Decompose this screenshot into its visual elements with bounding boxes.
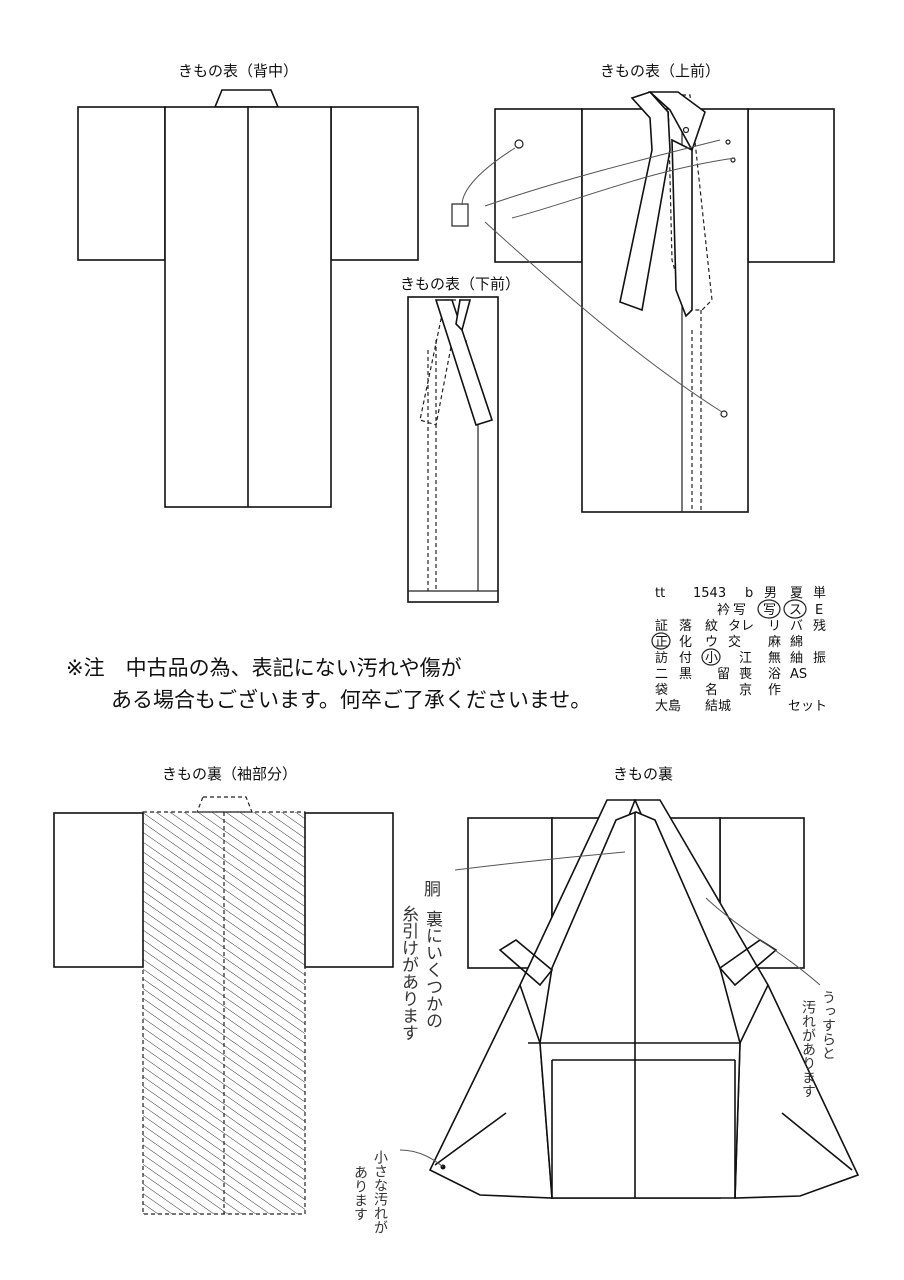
code-cell: 麻 [768,635,781,650]
code-cell: ウ [705,635,718,650]
code-cell: 小 [705,651,718,666]
code-cell: 江 [739,651,752,666]
code-cell: 衿 [717,603,730,618]
code-cell: 正 [655,635,668,650]
kimono-back-diagram [77,89,419,508]
selected-circle [701,648,721,666]
crest-tag [451,203,469,227]
code-cell: 袋 [655,683,668,698]
code-cell: AS [790,667,807,682]
stain-mark [725,139,731,145]
code-cell: リ [768,619,781,634]
code-cell: 無 [768,651,781,666]
handwritten-note-bottom: 小さな汚れが あります [352,1150,388,1234]
kimono-lining-sleeve-diagram [53,796,394,1215]
code-cell: 喪 [739,667,752,682]
code-cell: 二 [655,667,668,682]
code-cell: 残 [813,619,826,634]
code-cell: 紋 [705,619,718,634]
code-cell: 化 [679,635,692,650]
kimono-upper-front-diagram [451,91,835,513]
handwritten-note-right: うっすらと 汚れがあります [800,990,836,1098]
code-cell: 結城 [705,699,731,714]
code-cell: 1543 [693,586,726,601]
code-cell: 京 [739,683,752,698]
label-upper-front: きもの表（上前） [600,62,720,80]
code-cell: バ [790,619,803,634]
handwritten-text: うっすらと [820,990,836,1060]
code-cell: 留 [717,667,730,682]
handwritten-text: 裏にいくつかの [422,909,443,1029]
code-cell: 男 [764,586,777,601]
kimono-lower-front-diagram [407,296,499,603]
code-cell: 名 [705,682,718,698]
label-lower-front: きもの表（下前） [400,275,520,293]
code-cell: 黒 [679,667,692,682]
code-cell: タレ [728,619,754,634]
handwritten-text: あります [352,1165,368,1221]
code-cell: ス [789,603,802,618]
handwritten-note-left: 胴 裏にいくつかの 糸引けがあります [398,880,443,1041]
selected-circle [757,599,781,619]
code-cell: b [745,586,753,601]
handwritten-text: 胴 [420,880,441,898]
label-lining: きもの裏 [613,765,673,783]
handwritten-text: 糸引けがあります [398,905,419,1041]
code-cell: 落 [679,619,692,634]
code-cell: 訪 [655,650,668,666]
code-cell: 綿 [790,635,803,650]
kimono-lining-diagram [399,799,860,1199]
stain-mark [720,410,728,418]
code-cell: 単 [813,585,826,601]
selected-circle [783,599,807,619]
label-lining-sleeve: きもの裏（袖部分） [162,765,297,783]
code-cell: 写 [763,603,776,618]
stain-mark [682,126,690,134]
handwritten-text: 汚れがあります [800,1000,816,1098]
code-cell: 交 [728,634,741,650]
code-cell: セット [788,699,827,714]
label-back: きもの表（背中） [178,62,298,80]
selected-circle [651,632,671,650]
notice-line-2: ある場合もございます。何卒ご了承くださいませ。 [111,688,591,712]
code-table: tt 1543 b 男 夏 単 衿 写 写 ス E 証 落 紋 タレ リ バ 残… [651,585,827,714]
code-cell: 証 [655,619,668,634]
code-cell: 作 [768,683,781,698]
code-cell: E [815,603,823,618]
code-cell: 夏 [790,586,803,601]
code-cell: 付 [679,651,692,666]
code-cell: 大島 [655,699,681,714]
stain-mark [514,139,524,149]
code-cell: tt [655,586,665,601]
code-cell: 紬 [790,651,803,666]
handwritten-text: 小さな汚れが [372,1150,388,1234]
code-cell: 振 [813,651,826,666]
notice-line-1: ※注 中古品の為、表記にない汚れや傷が [66,656,462,680]
code-cell: 浴 [768,667,781,682]
code-cell: 写 [733,603,746,618]
